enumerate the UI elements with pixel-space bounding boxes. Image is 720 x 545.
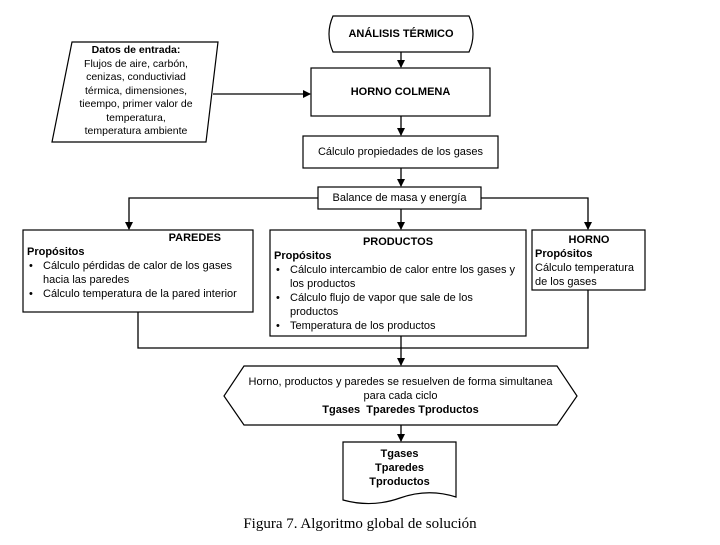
start-label: ANÁLISIS TÉRMICO	[348, 28, 454, 40]
output-document-shape	[342, 441, 457, 505]
horno-colmena-label: HORNO COLMENA	[350, 86, 451, 98]
paredes-subtitle: Propósitos	[27, 246, 85, 258]
paredes-title: PAREDES	[168, 232, 221, 244]
input-title: Datos de entrada:	[91, 44, 181, 56]
output-line: Tproductos	[369, 476, 430, 488]
horno-colmena-box-shape	[310, 67, 491, 117]
output-line: Tparedes	[375, 462, 424, 474]
input-parallelogram-shape	[51, 41, 219, 143]
paredes-item: Cálculo temperatura de la pared interior	[29, 287, 249, 301]
horno-box: HORNO Propósitos Cálculo temperatura de …	[535, 233, 643, 289]
calc-gases-label: Cálculo propiedades de los gases	[317, 146, 484, 158]
input-line: térmica, dimensiones,	[84, 84, 188, 97]
arrow-balance-to-horno	[481, 197, 592, 230]
input-line: tieempo, primer valor de	[79, 98, 193, 110]
line-paredes-merge	[137, 312, 401, 349]
productos-item: Temperatura de los productos	[276, 319, 522, 333]
output-line: Tgases	[380, 448, 419, 460]
simultaneo-vars: Tgases Tparedes Tproductos	[322, 404, 479, 416]
input-line: temperatura ambiente	[84, 125, 188, 137]
simultaneo-block: Horno, productos y paredes se resuelven …	[232, 375, 569, 417]
simultaneo-line1: Horno, productos y paredes se resuelven …	[248, 376, 553, 388]
productos-subtitle: Propósitos	[274, 250, 332, 262]
figure-caption: Figura 7. Algoritmo global de solución	[243, 516, 477, 532]
horno-box-shape	[531, 229, 646, 291]
paredes-item: Cálculo pérdidas de calor de los gases h…	[29, 259, 249, 287]
line-horno-merge	[401, 290, 589, 349]
input-line: temperatura,	[106, 111, 166, 124]
input-line: Flujos de aire, carbón,	[84, 57, 188, 70]
input-line: cenizas, conductiviad	[86, 71, 186, 83]
output-block: Tgases Tparedes Tproductos	[343, 447, 456, 489]
productos-box: PRODUCTOS Propósitos Cálculo intercambio…	[274, 235, 522, 333]
start-terminal-shape	[328, 15, 474, 53]
simultaneo-hexagon-shape	[223, 365, 578, 426]
horno-title: HORNO	[568, 234, 610, 246]
horno-text: Cálculo temperatura de los gases	[535, 262, 635, 288]
arrow-balance-to-paredes	[125, 197, 318, 230]
productos-item: Cálculo intercambio de calor entre los g…	[276, 263, 522, 291]
input-data-block: Datos de entrada: Flujos de aire, carbón…	[62, 44, 210, 139]
simultaneo-line2: para cada ciclo	[363, 390, 438, 402]
productos-title: PRODUCTOS	[362, 236, 434, 248]
horno-subtitle: Propósitos	[535, 248, 593, 260]
balance-label: Balance de masa y energía	[332, 192, 467, 204]
productos-item: Cálculo flujo de vapor que sale de los p…	[276, 291, 522, 319]
paredes-box: PAREDES Propósitos Cálculo pérdidas de c…	[27, 231, 249, 301]
